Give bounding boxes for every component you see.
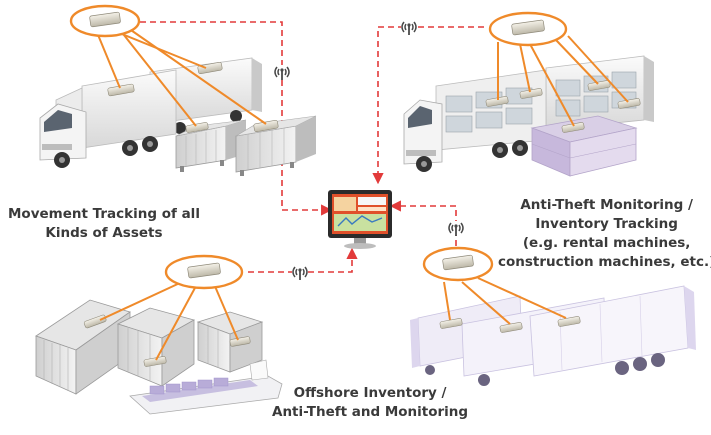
antenna-icon [274, 65, 290, 80]
link-top-right [372, 26, 484, 185]
tracker-highlight [164, 254, 244, 290]
caption-line: (e.g. rental machines, [522, 235, 691, 251]
caption-line: Movement Tracking of all [8, 206, 200, 222]
computer-monitor-icon [328, 190, 392, 249]
antenna-icon [448, 221, 464, 236]
link-bottom-left [248, 247, 358, 273]
link-top-left [140, 21, 333, 216]
caption-line: Kinds of Assets [45, 225, 163, 241]
tracker-device [439, 316, 581, 333]
semi-trailers [410, 285, 696, 386]
tracker-highlight [488, 11, 568, 47]
connector-lines [443, 277, 567, 325]
connector-lines [99, 281, 239, 361]
tracker-highlight [69, 4, 141, 38]
caption-movement-tracking: Movement Tracking of all Kinds of Assets [8, 205, 200, 243]
cargo-ship [129, 359, 283, 415]
caption-offshore-inventory: Offshore Inventory / Anti-Theft and Moni… [272, 384, 468, 422]
antenna-icon [401, 20, 417, 35]
caption-line: Offshore Inventory / [293, 385, 447, 401]
caption-line: Inventory Tracking [535, 216, 678, 232]
tracker-device [485, 80, 641, 133]
tracker-highlight [422, 246, 494, 282]
caption-line: construction machines, etc.) [498, 254, 711, 270]
caption-anti-theft-monitoring: Anti-Theft Monitoring / Inventory Tracki… [498, 196, 711, 272]
caption-line: Anti-Theft and Monitoring [272, 404, 469, 420]
box-truck-with-trailer [39, 57, 262, 168]
tracker-device [107, 61, 279, 133]
connector-lines [95, 27, 267, 127]
caption-line: Anti-Theft Monitoring / [520, 197, 693, 213]
shipping-containers [35, 299, 264, 395]
connector-lines [497, 35, 629, 127]
antenna-icon [292, 265, 308, 280]
